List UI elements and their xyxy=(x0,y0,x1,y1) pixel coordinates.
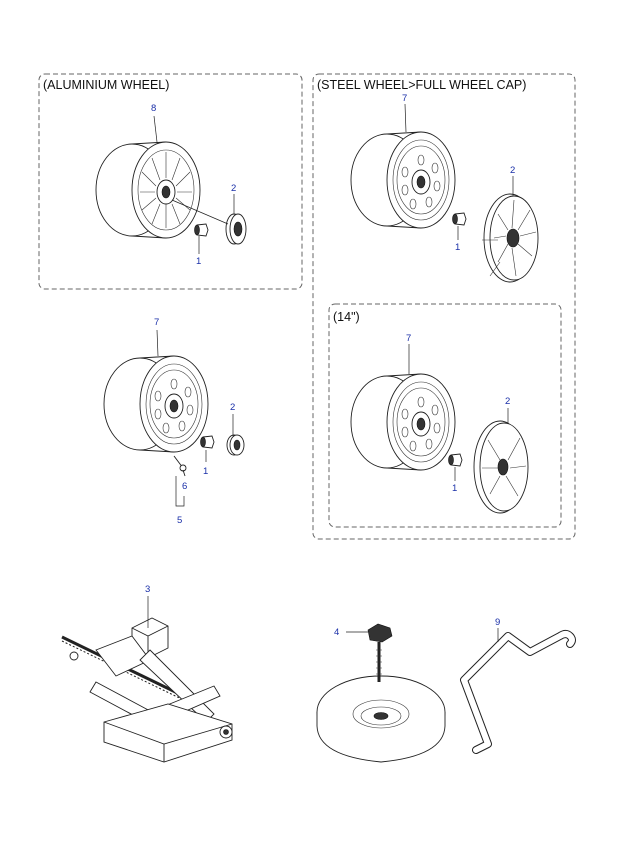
steel-full-wheel-cap xyxy=(482,193,539,283)
steel-lug-nut xyxy=(452,212,467,226)
aluminium-lug-nut xyxy=(194,223,209,237)
callout-steel-nut: 1 xyxy=(455,242,460,253)
frame-aluminium xyxy=(38,73,303,290)
callout-spare-bolt: 4 xyxy=(334,627,339,638)
aluminium-center-cap xyxy=(225,213,247,245)
callout-mid-valve-assy: 5 xyxy=(177,515,182,526)
callout-mid-wheel: 7 xyxy=(154,317,159,328)
aluminium-wheel xyxy=(95,141,201,239)
callout-14-wheel: 7 xyxy=(406,333,411,344)
standard-lug-nut xyxy=(200,435,215,449)
standard-center-cap xyxy=(226,434,245,456)
callout-alu-wheel: 8 xyxy=(151,103,156,114)
callout-mid-nut: 1 xyxy=(203,466,208,477)
lug-nut-14 xyxy=(448,453,463,467)
jack-handle xyxy=(460,630,576,754)
spare-tire xyxy=(316,675,446,763)
frame-14 xyxy=(328,303,562,528)
group-title-aluminium: (ALUMINIUM WHEEL) xyxy=(43,78,169,92)
standard-steel-wheel xyxy=(103,355,209,453)
callout-alu-cap: 2 xyxy=(231,183,236,194)
spare-tire-hold-bolt xyxy=(367,623,393,682)
callout-14-nut: 1 xyxy=(452,483,457,494)
group-title-14: (14") xyxy=(333,310,360,324)
callout-14-cap: 2 xyxy=(505,396,510,407)
callout-steel-wheel: 7 xyxy=(402,93,407,104)
steel-wheel-14 xyxy=(350,373,456,471)
callout-mid-cap: 2 xyxy=(230,402,235,413)
wheel-cap-14 xyxy=(473,420,529,514)
callout-jack-handle: 9 xyxy=(495,617,500,628)
callout-steel-cap: 2 xyxy=(510,165,515,176)
callout-mid-valve: 6 xyxy=(182,481,187,492)
frame-steel-cap xyxy=(312,73,576,540)
tire-valve xyxy=(173,455,187,477)
callout-jack: 3 xyxy=(145,584,150,595)
scissor-jack xyxy=(61,617,233,763)
steel-wheel xyxy=(350,131,456,229)
callout-alu-nut: 1 xyxy=(196,256,201,267)
group-title-steel-cap: (STEEL WHEEL>FULL WHEEL CAP) xyxy=(317,78,526,92)
